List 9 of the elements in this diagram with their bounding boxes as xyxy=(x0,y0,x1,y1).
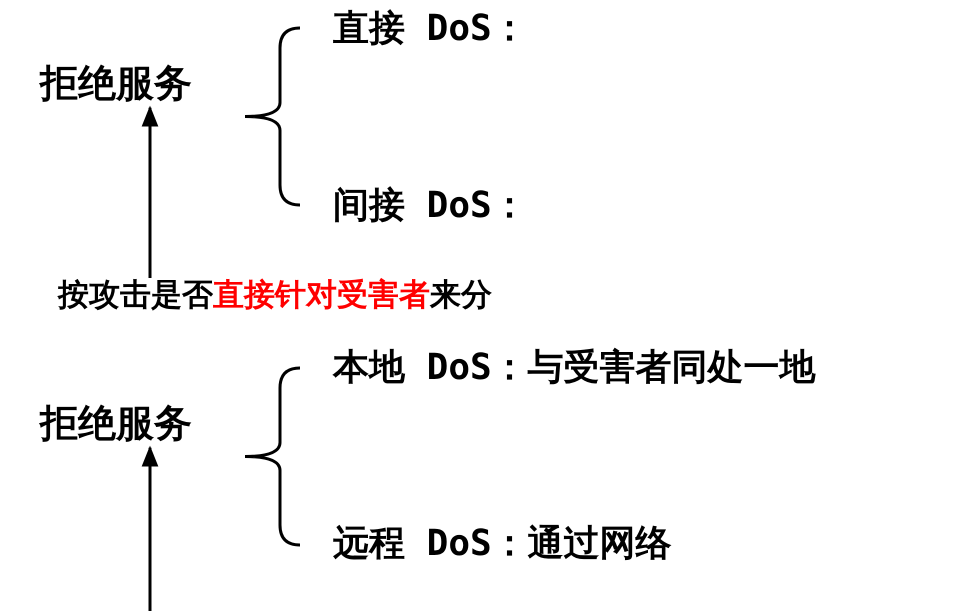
arrow xyxy=(142,446,158,611)
category-label: 拒绝服务 xyxy=(40,402,192,446)
branch-label: 直接 DoS： xyxy=(333,8,528,50)
branch-label: 本地 DoS：与受害者同处一地 xyxy=(333,347,816,388)
criterion-label: 按攻击是否直接针对受害者来分 xyxy=(58,278,492,314)
branch-label: 间接 DoS： xyxy=(333,185,528,226)
branch-label: 远程 DoS：通过网络 xyxy=(333,523,672,564)
category-label: 拒绝服务 xyxy=(40,62,192,106)
arrow xyxy=(142,106,158,278)
